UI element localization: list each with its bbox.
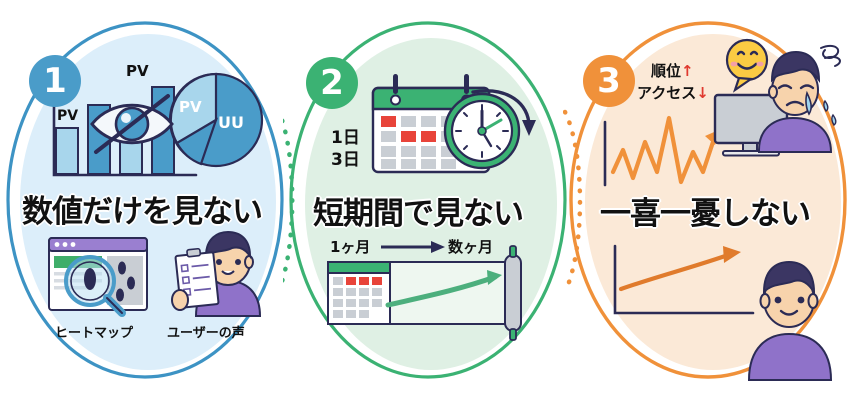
- dotted-connector-2-3: [563, 109, 583, 295]
- metric-rank-label: 順位: [651, 62, 682, 80]
- panel-2-title: 短期間で見ない: [313, 196, 524, 232]
- panel-1-graphics: [6, 21, 284, 379]
- panel-1-title: 数値だけを見ない: [22, 194, 263, 230]
- smiley-bubble-icon: [725, 38, 769, 93]
- caption-user-voice: ユーザーの声: [167, 326, 245, 341]
- bar-label-pv-2: PV: [126, 62, 149, 80]
- smooth-trend-chart-icon: [613, 244, 755, 315]
- metric-access-arrow: ↓: [696, 84, 709, 102]
- caption-heatmap: ヒートマップ: [55, 326, 134, 341]
- panel-1: 1 PV PV PV UU 数値だけを見ない ヒートマップ ユーザーの声: [0, 0, 290, 400]
- panel-3-title: 一喜一憂しない: [600, 196, 811, 232]
- pie-label-pv: PV: [179, 98, 202, 116]
- panel-3-ring: [569, 21, 847, 379]
- metric-access-label: アクセス: [637, 84, 697, 102]
- short-term-3days: 3日: [331, 150, 360, 170]
- rotation-arrow-icon: [471, 89, 536, 136]
- panel-3: 3 順位↑ アクセス↓ 一喜一憂しない: [563, 0, 850, 400]
- panel-1-number-badge: 1: [29, 55, 81, 107]
- range-to-label: 数ヶ月: [448, 238, 494, 256]
- metric-rank-arrow: ↑: [681, 62, 694, 80]
- pie-chart-icon: [168, 72, 264, 168]
- metric-rank: 順位↑: [651, 60, 694, 81]
- range-arrow-icon: [381, 241, 445, 253]
- heatmap-magnifier-icon: [48, 237, 148, 317]
- panel-2: 2 1日 3日 1ヶ月 数ヶ月 短期間で見ない: [283, 0, 573, 400]
- panel-1-ring: [6, 21, 284, 379]
- smiling-person-icon: [747, 260, 833, 381]
- panel-3-graphics: [563, 21, 847, 381]
- panel-2-number-badge: 2: [306, 57, 358, 109]
- clock-icon: [443, 92, 521, 170]
- eye-crossed-out-icon: [90, 94, 174, 154]
- short-term-1day: 1日: [331, 128, 360, 148]
- pie-label-uu: UU: [218, 113, 244, 132]
- scroll-timeline-icon: [327, 245, 522, 341]
- metric-access: アクセス↓: [637, 82, 709, 103]
- range-from-label: 1ヶ月: [330, 238, 371, 256]
- panel-3-number-badge: 3: [583, 55, 635, 107]
- dotted-connector-1-2: [283, 116, 295, 286]
- panel-2-graphics: [283, 21, 567, 379]
- crying-person-icon: [758, 44, 841, 153]
- bar-label-pv-1: PV: [57, 108, 79, 124]
- user-clipboard-icon: [171, 230, 262, 317]
